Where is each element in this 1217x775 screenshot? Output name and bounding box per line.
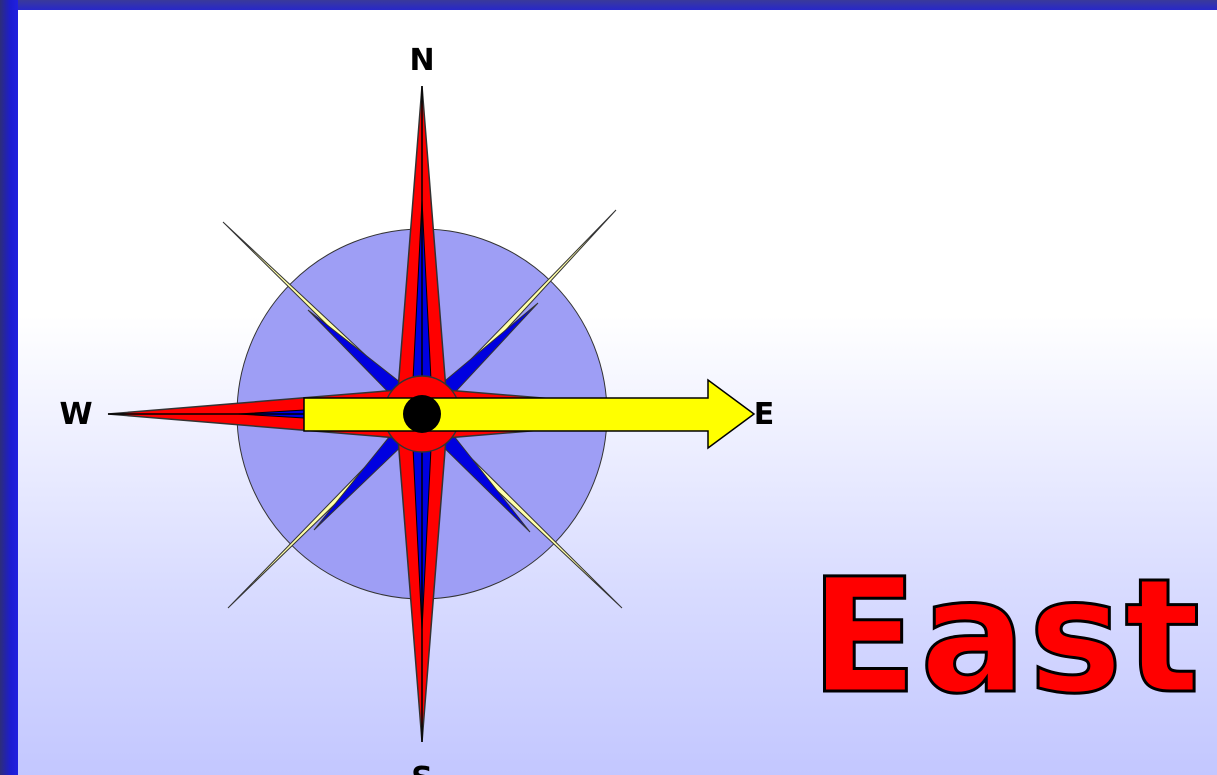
slide-canvas: N S E W East: [18, 10, 1217, 775]
direction-caption: East: [810, 558, 1202, 716]
west-label: W: [59, 397, 92, 432]
south-label: S: [411, 761, 433, 775]
east-label: E: [754, 397, 775, 432]
north-label: N: [409, 43, 434, 78]
frame-left-border: [0, 0, 18, 775]
compass-center-dot: [403, 395, 441, 433]
frame-top-border: [0, 0, 1217, 10]
